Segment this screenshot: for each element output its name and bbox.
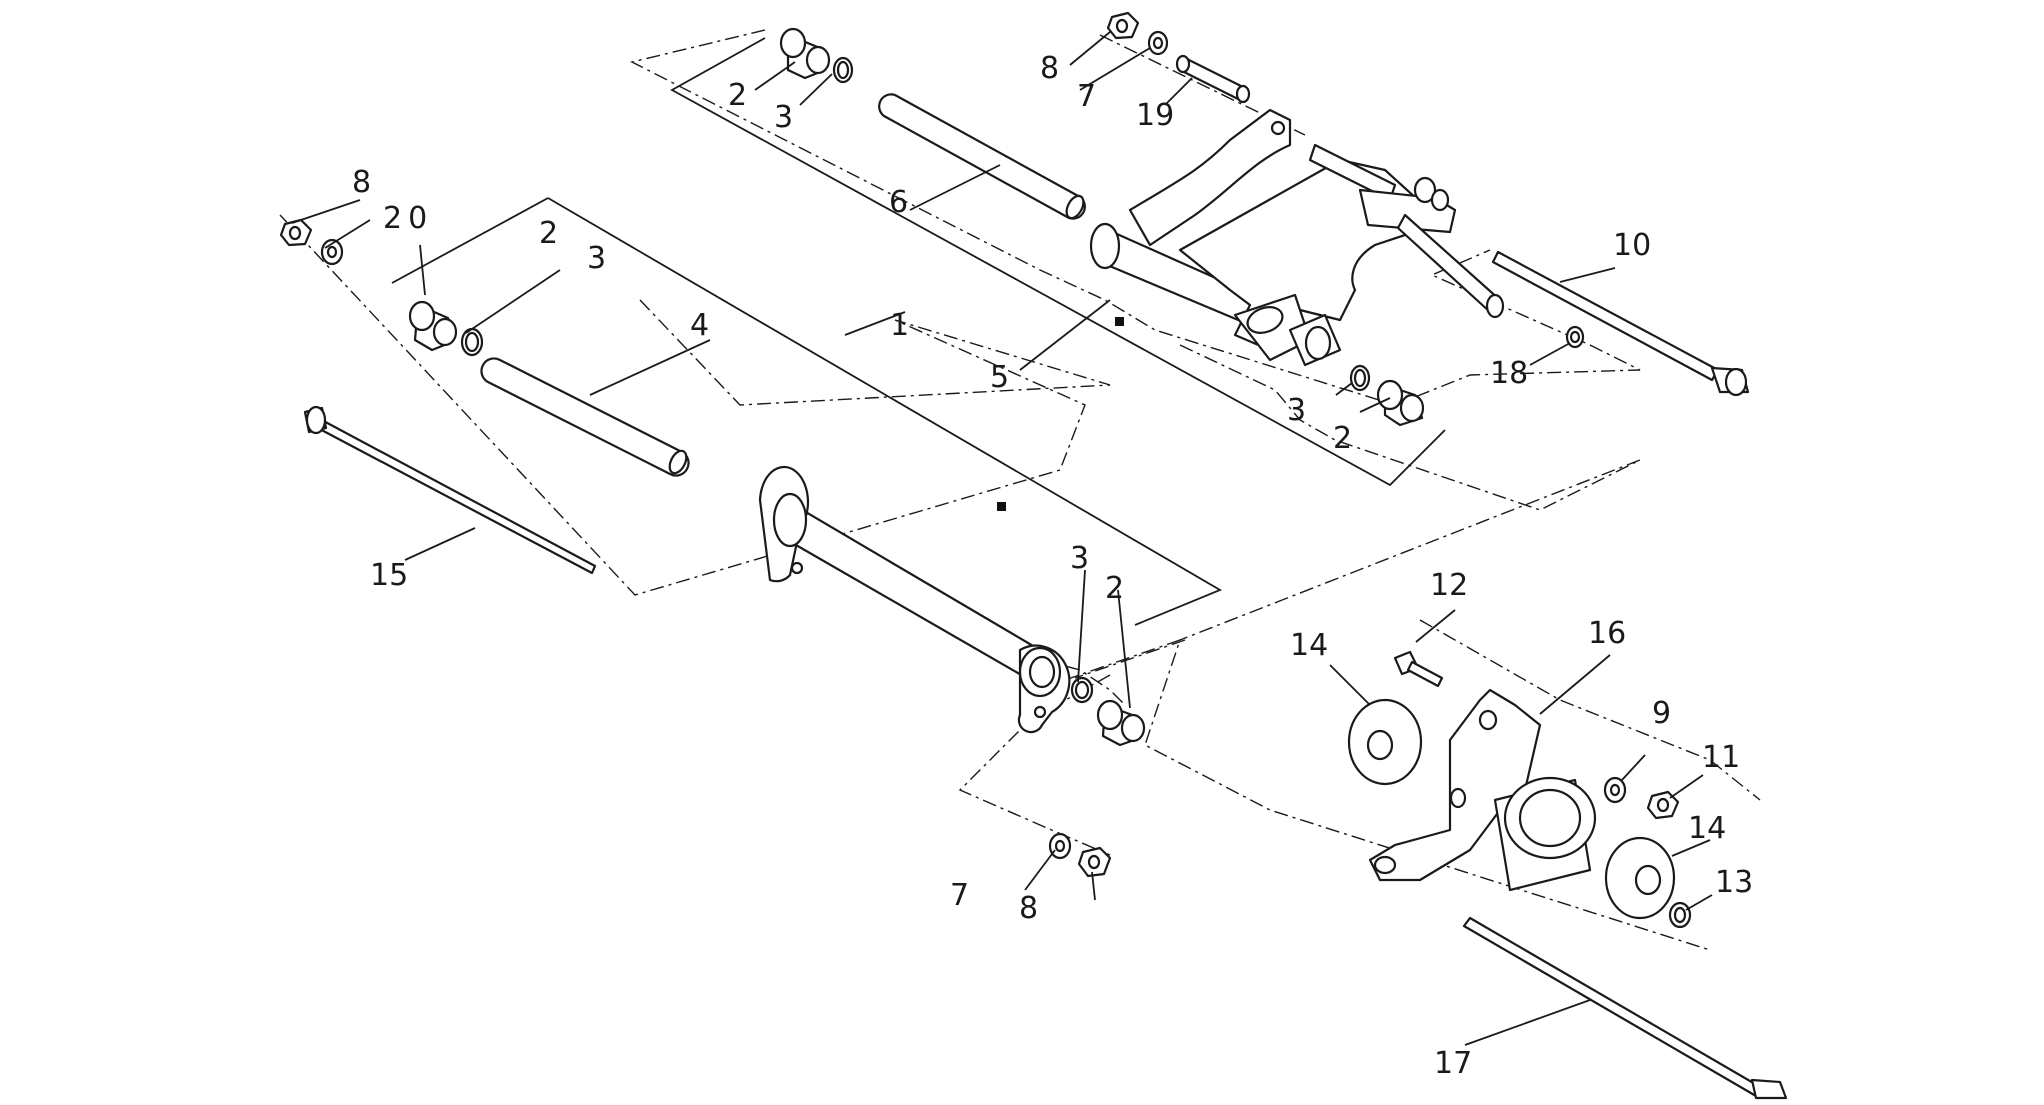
callout-13: 13 (1715, 865, 1753, 900)
part-2-bushing-a (779, 27, 831, 80)
part-7-washer-top (1147, 30, 1169, 56)
callout-14: 14 (1290, 628, 1328, 663)
part-16-bracket (1368, 688, 1597, 892)
callout-11: 11 (1702, 740, 1740, 775)
part-8-nut-left (279, 218, 313, 247)
part-1-swing-arm (758, 465, 1071, 734)
leader-lines (291, 31, 1713, 1046)
callout-18: 18 (1490, 356, 1528, 391)
part-17-bolt (1462, 916, 1788, 1100)
callout-8: 8 (352, 165, 371, 200)
part-3-rings (460, 56, 1371, 704)
callout-5: 5 (990, 360, 1009, 395)
part-2-bushing-b (408, 300, 458, 352)
part-2-bushing-c (1376, 379, 1425, 427)
callout-19: 19 (1136, 98, 1174, 133)
part-19-spacer (1175, 54, 1251, 104)
part-6-pin (878, 93, 1086, 220)
callout-labels: 1 2 2 2 2 3 3 3 3 4 5 6 7 7 8 8 8 9 10 1… (352, 51, 1753, 1081)
callout-10: 10 (1613, 228, 1651, 263)
callout-8: 8 (1019, 891, 1038, 926)
callout-1: 1 (890, 308, 909, 343)
part-14-washer-left (1347, 698, 1423, 786)
callout-3: 3 (587, 241, 606, 276)
callout-14: 14 (1688, 811, 1726, 846)
part-14-washer-right (1604, 836, 1676, 920)
callout-16: 16 (1588, 616, 1626, 651)
part-4-pin (480, 357, 690, 477)
callout-20: 20 (383, 201, 433, 236)
callout-3: 3 (1070, 541, 1089, 576)
callout-2: 2 (728, 78, 747, 113)
part-15-bolt (303, 405, 597, 575)
callout-17: 17 (1434, 1046, 1472, 1081)
part-2-bushing-d (1096, 699, 1146, 747)
callout-12: 12 (1430, 568, 1468, 603)
part-9-washer (1603, 776, 1627, 804)
assembly-outline-lines (391, 37, 1446, 626)
part-10-bolt (1491, 250, 1750, 397)
callout-2: 2 (1333, 421, 1352, 456)
callout-2: 2 (539, 216, 558, 251)
part-7-washer-bottom (1048, 832, 1072, 860)
callout-6: 6 (889, 185, 908, 220)
callout-4: 4 (690, 308, 709, 343)
reference-marker (997, 502, 1006, 511)
part-18-washer (1565, 325, 1585, 349)
callout-15: 15 (370, 558, 408, 593)
part-8-nut-top (1106, 11, 1140, 40)
callout-9: 9 (1652, 696, 1671, 731)
callout-3: 3 (774, 100, 793, 135)
callout-3: 3 (1287, 393, 1306, 428)
callout-7: 7 (1077, 79, 1096, 114)
callout-8: 8 (1040, 51, 1059, 86)
reference-marker (1115, 317, 1124, 326)
part-5-rocker-arm (1089, 108, 1505, 367)
part-8-nut-bottom (1077, 846, 1112, 878)
callout-2: 2 (1105, 571, 1124, 606)
callout-7: 7 (950, 878, 969, 913)
part-12-bolt (1393, 650, 1444, 688)
part-13-snap-ring (1668, 901, 1692, 929)
